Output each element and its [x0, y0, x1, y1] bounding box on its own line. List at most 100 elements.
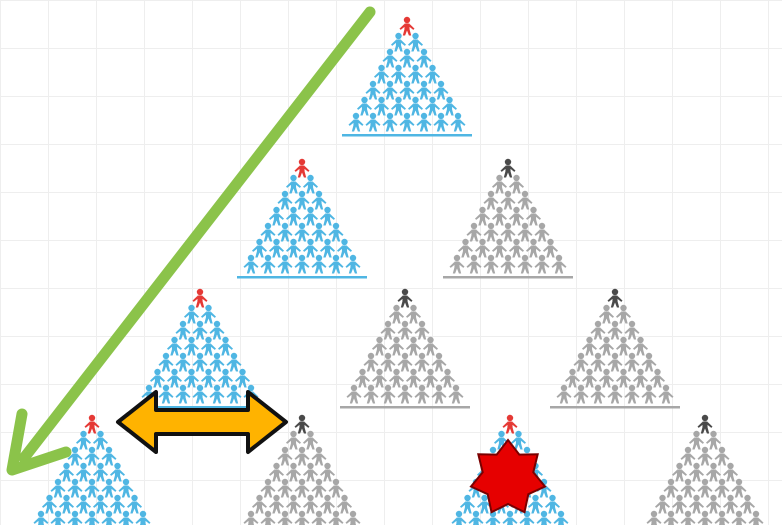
leader-person-icon: [400, 17, 415, 36]
person-icon: [286, 431, 301, 450]
person-icon: [261, 223, 276, 242]
person-icon: [184, 305, 199, 324]
person-icon: [269, 239, 284, 258]
person-icon: [227, 353, 242, 372]
person-icon: [526, 207, 541, 226]
person-icon: [286, 463, 301, 482]
person-icon: [633, 337, 648, 356]
person-icon: [557, 385, 572, 404]
person-icon: [312, 479, 327, 498]
person-icon: [320, 239, 335, 258]
person-icon: [366, 113, 381, 132]
pyramid-base-line: [550, 406, 680, 409]
pyramid-base-line: [342, 134, 472, 137]
person-icon: [642, 353, 657, 372]
person-icon: [467, 223, 482, 242]
person-icon: [689, 495, 704, 514]
person-icon: [150, 369, 165, 388]
person-icon: [102, 447, 117, 466]
person-icon: [364, 385, 379, 404]
leader-person-icon: [398, 289, 413, 308]
person-icon: [723, 495, 738, 514]
person-icon: [732, 479, 747, 498]
person-icon: [357, 97, 372, 116]
person-icon: [398, 321, 413, 340]
person-icon: [110, 463, 125, 482]
person-icon: [425, 97, 440, 116]
person-icon: [633, 369, 648, 388]
person-icon: [320, 463, 335, 482]
person-icon: [193, 385, 208, 404]
person-icon: [312, 223, 327, 242]
person-icon: [706, 495, 721, 514]
leader-person-icon: [503, 415, 518, 434]
person-icon: [616, 369, 631, 388]
person-icon: [492, 239, 507, 258]
person-icon: [295, 191, 310, 210]
person-icon: [451, 113, 466, 132]
person-icon: [398, 385, 413, 404]
person-icon: [51, 479, 66, 498]
person-icon: [616, 305, 631, 324]
person-icon: [608, 321, 623, 340]
person-icon: [201, 369, 216, 388]
person-icon: [374, 97, 389, 116]
person-icon: [391, 33, 406, 52]
person-icon: [460, 495, 475, 514]
person-icon: [269, 207, 284, 226]
person-icon: [374, 65, 389, 84]
person-icon: [475, 207, 490, 226]
person-icon: [312, 255, 327, 274]
person-icon: [650, 369, 665, 388]
person-icon: [518, 223, 533, 242]
person-icon: [383, 113, 398, 132]
person-icon: [366, 81, 381, 100]
person-icon: [76, 463, 91, 482]
person-icon: [715, 479, 730, 498]
person-icon: [415, 321, 430, 340]
person-icon: [93, 431, 108, 450]
person-icon: [320, 495, 335, 514]
person-icon: [706, 463, 721, 482]
person-icon: [574, 385, 589, 404]
person-icon: [184, 369, 199, 388]
person-icon: [565, 369, 580, 388]
person-icon: [303, 431, 318, 450]
person-icon: [625, 353, 640, 372]
person-icon: [252, 495, 267, 514]
person-icon: [599, 337, 614, 356]
person-icon: [552, 255, 567, 274]
person-icon: [235, 369, 250, 388]
person-icon: [286, 207, 301, 226]
person-icon: [706, 431, 721, 450]
person-icon: [698, 447, 713, 466]
person-pyramid-blue: [237, 159, 367, 279]
person-icon: [681, 479, 696, 498]
person-icon: [449, 385, 464, 404]
person-icon: [484, 255, 499, 274]
person-icon: [383, 81, 398, 100]
person-icon: [295, 223, 310, 242]
person-icon: [475, 239, 490, 258]
person-icon: [184, 337, 199, 356]
pyramid-base-line: [443, 276, 573, 279]
person-icon: [389, 337, 404, 356]
person-icon: [167, 337, 182, 356]
person-icon: [406, 369, 421, 388]
person-icon: [76, 431, 91, 450]
person-icon: [167, 369, 182, 388]
person-icon: [400, 113, 415, 132]
person-icon: [329, 479, 344, 498]
person-icon: [201, 337, 216, 356]
person-icon: [85, 479, 100, 498]
person-icon: [227, 385, 242, 404]
person-icon: [389, 369, 404, 388]
person-pyramid-gray: [550, 289, 680, 409]
person-icon: [193, 321, 208, 340]
person-icon: [59, 463, 74, 482]
person-icon: [261, 479, 276, 498]
person-icon: [608, 353, 623, 372]
person-icon: [210, 385, 225, 404]
person-pyramid-blue: [342, 17, 472, 137]
